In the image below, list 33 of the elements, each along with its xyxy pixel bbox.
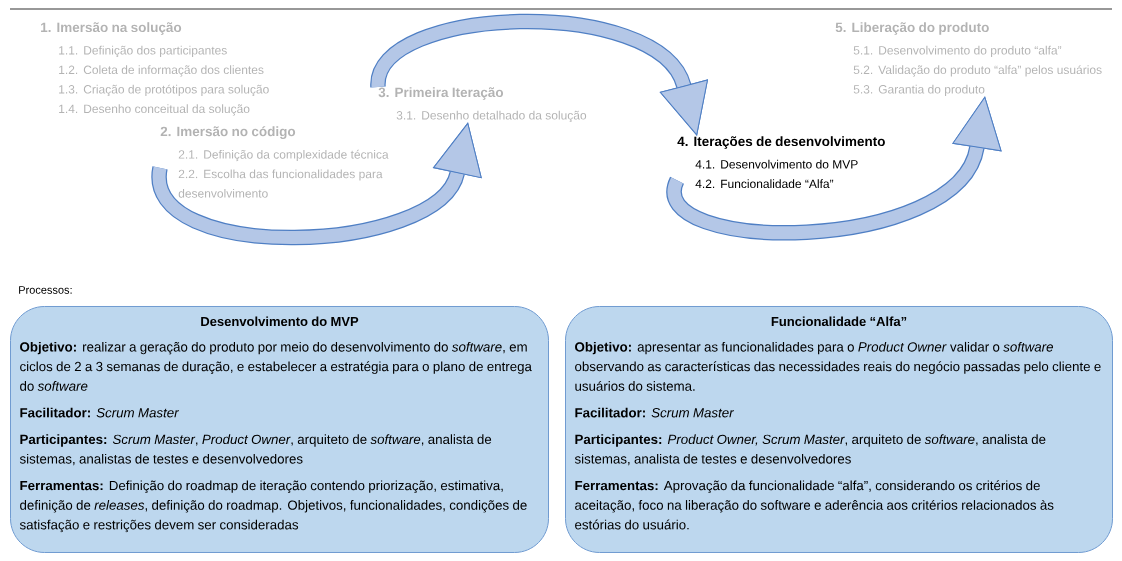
paragraph: Ferramentas: Definição do roadmap de iteração contendo priorização, estimativa, definição de releases, definição do roadmap. Objetivos, funcionalidades, condições de satisfação e restrições devem ser consideradas — [19, 480, 527, 533]
paragraph: Ferramentas: Aprovação da funcionalidade “alfa”, considerando os critérios de aceitação, foco na liberação do software e aderência aos critérios relacionados às estórias do usuário. — [575, 480, 1054, 530]
paragraph: Facilitador: Scrum Master — [575, 407, 735, 418]
stage-heading: 1. Imersão na solução — [41, 22, 182, 35]
stage-heading: 4. Iterações de desenvolvimento — [677, 136, 885, 149]
curved-arrow — [370, 13, 708, 136]
card-title: Desenvolvimento do MVP — [201, 316, 359, 327]
process-card — [10, 306, 549, 553]
list-item: 2.1. Definição da complexidade técnica — [178, 149, 389, 162]
list-item: 5.2. Validação do produto “alfa” pelos usuários — [853, 65, 1102, 77]
process-card — [565, 306, 1113, 553]
stage-heading: 3. Primeira Iteração — [378, 87, 504, 100]
list-item: 5.1. Desenvolvimento do produto “alfa” — [853, 45, 1062, 57]
curved-arrow — [152, 122, 482, 246]
list-item: 1.3. Criação de protótipos para solução — [59, 84, 269, 96]
stage-heading: 2. Imersão no código — [160, 126, 296, 139]
card-title: Funcionalidade “Alfa” — [771, 316, 907, 327]
list-item: 5.3. Garantia do produto — [853, 84, 985, 96]
paragraph: Participantes: Product Owner, Scrum Master, arquiteto de software, analista de sistemas, analista de testes e desenvolvedores — [574, 434, 1046, 466]
list-item: 4.1. Desenvolvimento do MVP — [695, 159, 858, 169]
section-label: Processos: — [19, 286, 72, 294]
paragraph: Objetivo: realizar a geração do produto por meio do desenvolvimento do software, em ciclos de 2 a 3 semanas de duração, e estabelecer a estratégia para o plano de entrega do software — [20, 341, 532, 391]
list-item: 1.2. Coleta de informação dos clientes — [59, 65, 264, 77]
list-item: 3.1. Desenho detalhado da solução — [396, 110, 587, 122]
list-item: 4.2. Funcionalidade “Alfa” — [695, 179, 834, 189]
list-item: 1.1. Definição dos participantes — [59, 45, 227, 57]
list-item: 1.4. Desenho conceitual da solução — [59, 104, 250, 116]
paragraph: Objetivo: apresentar as funcionalidades para o Product Owner validar o software observando as características das necessidades reais do negócio passadas pelo cliente e usuários do sistema. — [575, 341, 1101, 391]
list-item: 2.2. Escolha das funcionalidades para desenvolvimento — [178, 169, 383, 198]
curved-arrow — [667, 96, 1002, 241]
paragraph: Participantes: Scrum Master, Product Owner, arquiteto de software, analista de sistemas, analistas de testes e desenvolvedores — [19, 434, 492, 466]
paragraph: Facilitador: Scrum Master — [20, 407, 180, 418]
stage-heading: 5. Liberação do produto — [835, 22, 989, 35]
